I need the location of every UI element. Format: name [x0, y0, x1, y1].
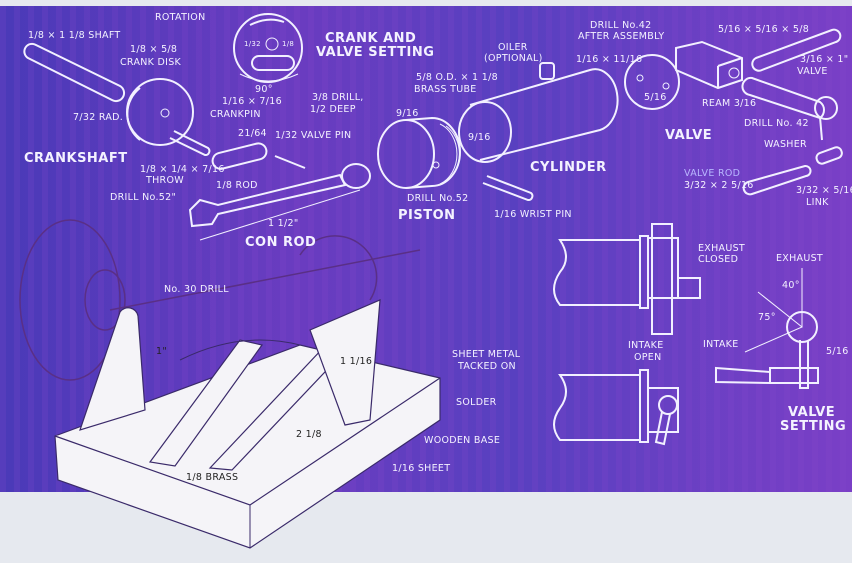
label-brass: 1/8 BRASS [186, 472, 238, 483]
label-angle-a: 1/32 [244, 40, 261, 48]
label-drill-52-a: DRILL No.52" [110, 192, 176, 203]
label-wrist-pin: 1/16 WRIST PIN [494, 209, 572, 220]
cylinder-drawing [458, 62, 619, 201]
valve-setting-diagrams [553, 223, 819, 446]
label-drill-42-b: DRILL No. 42 [744, 118, 809, 129]
label-crank-disk: CRANK DISK [120, 57, 182, 68]
crankshaft-drawing [23, 42, 211, 156]
label-intake: INTAKE [703, 339, 739, 350]
label-cylinder-dim: 9/16 [468, 132, 491, 143]
label-exhaust-closed: EXHAUST [698, 243, 745, 254]
label-crankpin: CRANKPIN [210, 109, 261, 120]
label-con-rod-length: 1 1/2" [268, 218, 299, 229]
label-brass-tube-size: 5/8 O.D. × 1 1/8 [416, 72, 498, 83]
label-valve-block: 5/16 × 5/16 × 5/8 [718, 24, 809, 35]
label-piston: PISTON [398, 208, 456, 223]
label-ream: REAM 3/16 [702, 98, 756, 109]
label-valve-pin: 1/32 VALVE PIN [275, 130, 351, 141]
engine-base-assembly [54, 299, 441, 549]
label-sheet: 1/16 SHEET [392, 463, 450, 474]
label-link: LINK [806, 197, 829, 208]
label-valve-setting: VALVE [788, 405, 835, 420]
label-width: 2 1/8 [296, 429, 322, 440]
label-angle-90: 90° [255, 84, 273, 95]
label-valve: VALVE [665, 128, 712, 143]
label-con-rod: CON ROD [245, 235, 316, 250]
valve-drawing [624, 28, 843, 196]
label-angle-40: 40° [782, 280, 800, 291]
label-brass-tube: BRASS TUBE [414, 84, 477, 95]
assembly-labels: No. 30 DRILL 1" 1 1/16 SHEET METAL TACKE… [156, 284, 521, 483]
label-valve-rod: VALVE ROD [684, 168, 740, 179]
label-valve-rod-size: 3/32 × 2 5/16 [684, 180, 754, 191]
label-crank-valve-setting: CRANK AND [325, 31, 416, 46]
label-angle-b: 1/8 [282, 40, 294, 48]
label-crankshaft: CRANKSHAFT [24, 151, 128, 166]
label-intake-open: INTAKE [628, 340, 664, 351]
label-height-2: 1 1/16 [340, 356, 372, 367]
label-crank-valve-setting-2: VALVE SETTING [316, 45, 434, 60]
label-angle-75: 75° [758, 312, 776, 323]
label-drill-42: DRILL No.42 [590, 20, 651, 31]
label-wooden-base: WOODEN BASE [424, 435, 500, 446]
label-valve-size: 3/16 × 1" [800, 54, 848, 65]
label-tacked-on: TACKED ON [457, 361, 516, 372]
label-link-size: 3/32 × 5/16 [796, 185, 852, 196]
label-port-spacing: 5/16 [644, 92, 667, 103]
label-exhaust: EXHAUST [776, 253, 823, 264]
label-throw-dim: 21/64 [238, 128, 267, 139]
label-no30-drill: No. 30 DRILL [164, 284, 229, 295]
label-rotation: ROTATION [155, 12, 206, 23]
label-washer: WASHER [764, 139, 807, 150]
crank-setting-diagram [233, 13, 303, 83]
label-rod: 1/8 ROD [216, 180, 258, 191]
label-cylinder: CYLINDER [530, 160, 607, 175]
label-drill-38-deep: 1/2 DEEP [310, 104, 356, 115]
label-rad: 7/32 RAD. [73, 112, 123, 123]
label-piston-dim: 9/16 [396, 108, 419, 119]
label-solder: SOLDER [456, 397, 497, 408]
label-oiler: OILER [498, 42, 528, 53]
label-arm-dim: 5/16 [826, 346, 849, 357]
label-crankpin-size: 1/16 × 7/16 [222, 96, 282, 107]
label-shaft: 1/8 × 1 1/8 SHAFT [28, 30, 121, 41]
flywheel-outline [19, 219, 421, 381]
part-labels: 1/8 × 1 1/8 SHAFT ROTATION CRANK AND VAL… [24, 12, 852, 250]
label-valve-setting-2: SETTING [780, 419, 846, 434]
label-height: 1" [156, 346, 167, 357]
label-intake-open-2: OPEN [634, 352, 662, 363]
label-port-plate: 1/16 × 11/16 [576, 54, 642, 65]
label-valve-size-2: VALVE [797, 66, 828, 77]
label-throw-size: 1/8 × 1/4 × 7/16 [140, 164, 225, 175]
label-exhaust-closed-2: CLOSED [698, 254, 738, 265]
label-crank-disk-size: 1/8 × 5/8 [130, 44, 177, 55]
label-oiler-optional: (OPTIONAL) [484, 53, 543, 64]
con-rod-drawing [188, 142, 371, 241]
label-drill-38: 3/8 DRILL, [312, 92, 364, 103]
label-sheet-metal: SHEET METAL [452, 349, 521, 360]
label-drill-52-b: DRILL No.52 [407, 193, 468, 204]
label-throw: THROW [145, 175, 184, 186]
piston-drawing [377, 116, 461, 189]
valve-setting-labels: EXHAUST CLOSED INTAKE OPEN EXHAUST 40° 7… [628, 243, 849, 434]
label-after-assembly: AFTER ASSEMBLY [578, 31, 665, 42]
